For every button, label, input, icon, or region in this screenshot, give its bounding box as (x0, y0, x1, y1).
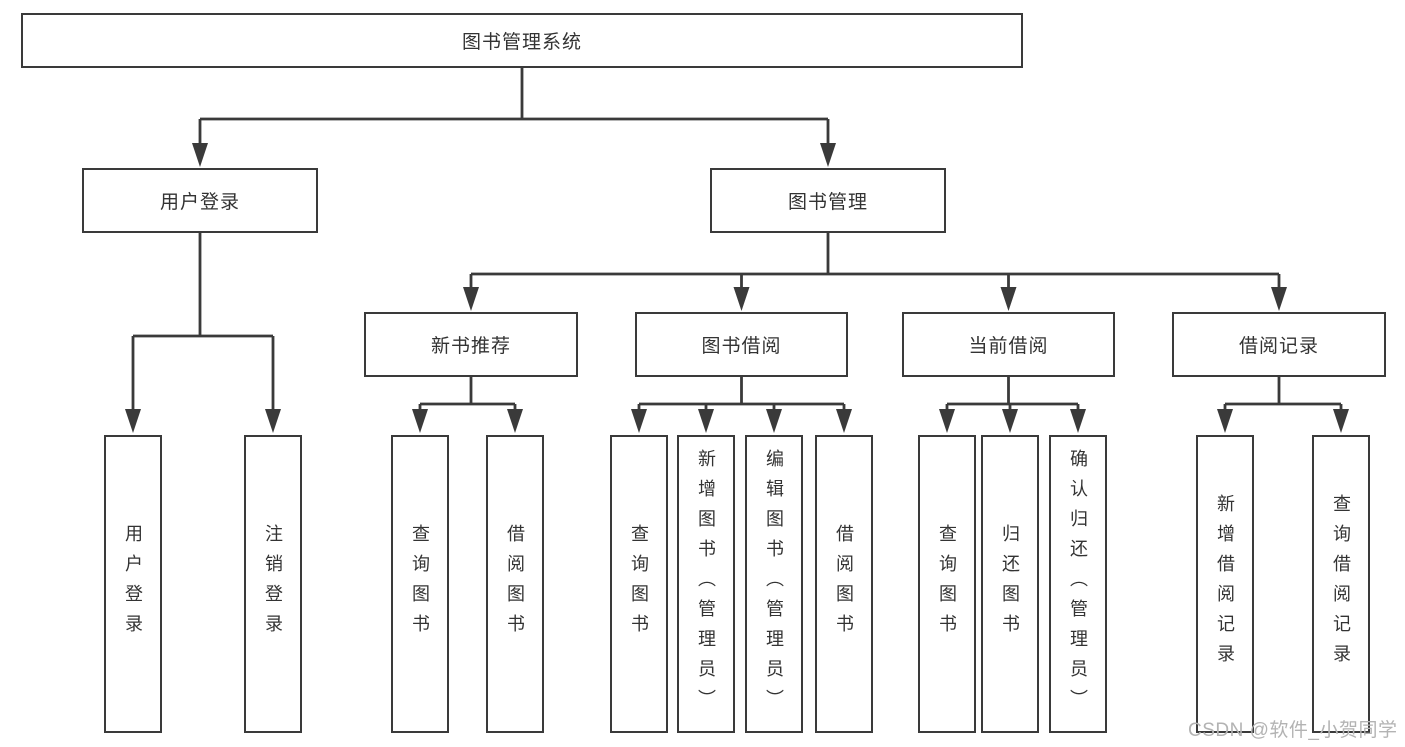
node-label: 注销登录 (263, 524, 283, 644)
leaf-borrowing-add-books-admin: 新增图书（管理员） (677, 435, 735, 733)
node-label: 新书推荐 (430, 336, 511, 357)
node-label: 借阅记录 (1238, 336, 1319, 357)
leaf-current-confirm-return-admin: 确认归还（管理员） (1049, 435, 1107, 733)
leaf-borrowing-borrow-books: 借阅图书 (815, 435, 873, 733)
connector-borrowing-records-children (1217, 377, 1349, 433)
node-label: 确认归还（管理员） (1068, 449, 1088, 719)
node-label: 新增图书（管理员） (696, 449, 716, 719)
node-label: 查询借阅记录 (1331, 494, 1351, 674)
leaf-current-query-books: 查询图书 (918, 435, 976, 733)
node-book-borrowing: 图书借阅 (635, 312, 848, 377)
node-label: 查询图书 (937, 524, 957, 644)
leaf-user-login: 用户登录 (104, 435, 162, 733)
connector-root-to-level2 (192, 68, 836, 167)
leaf-borrowing-edit-books-admin: 编辑图书（管理员） (745, 435, 803, 733)
node-library-management-system: 图书管理系统 (21, 13, 1023, 68)
node-label: 图书管理 (787, 192, 868, 213)
leaf-logout: 注销登录 (244, 435, 302, 733)
node-label: 编辑图书（管理员） (764, 449, 784, 719)
leaf-newbook-borrow-books: 借阅图书 (486, 435, 544, 733)
node-label: 用户登录 (159, 192, 240, 213)
node-new-book-recommend: 新书推荐 (364, 312, 578, 377)
leaf-newbook-query-books: 查询图书 (391, 435, 449, 733)
node-label: 归还图书 (1000, 524, 1020, 644)
leaf-borrowing-query-books: 查询图书 (610, 435, 668, 733)
connector-current-borrowing-children (939, 377, 1086, 433)
node-book-management: 图书管理 (710, 168, 946, 233)
node-label: 借阅图书 (834, 524, 854, 644)
node-label: 查询图书 (410, 524, 430, 644)
node-label: 当前借阅 (968, 336, 1049, 357)
leaf-current-return-books: 归还图书 (981, 435, 1039, 733)
node-label: 借阅图书 (505, 524, 525, 644)
connector-new-book-children (412, 377, 523, 433)
node-label: 图书借阅 (701, 336, 782, 357)
node-label: 用户登录 (123, 524, 143, 644)
connector-user-login-children (125, 233, 281, 433)
csdn-watermark: CSDN @软件_小贺同学 (1188, 720, 1398, 741)
node-current-borrowing: 当前借阅 (902, 312, 1115, 377)
node-label: 查询图书 (629, 524, 649, 644)
node-label: 新增借阅记录 (1215, 494, 1235, 674)
leaf-records-add-record: 新增借阅记录 (1196, 435, 1254, 733)
node-label: 图书管理系统 (461, 32, 582, 53)
node-borrowing-records: 借阅记录 (1172, 312, 1386, 377)
connector-book-management-to-groups (463, 233, 1287, 311)
connector-book-borrowing-children (631, 377, 852, 433)
node-user-login-branch: 用户登录 (82, 168, 318, 233)
leaf-records-query-record: 查询借阅记录 (1312, 435, 1370, 733)
